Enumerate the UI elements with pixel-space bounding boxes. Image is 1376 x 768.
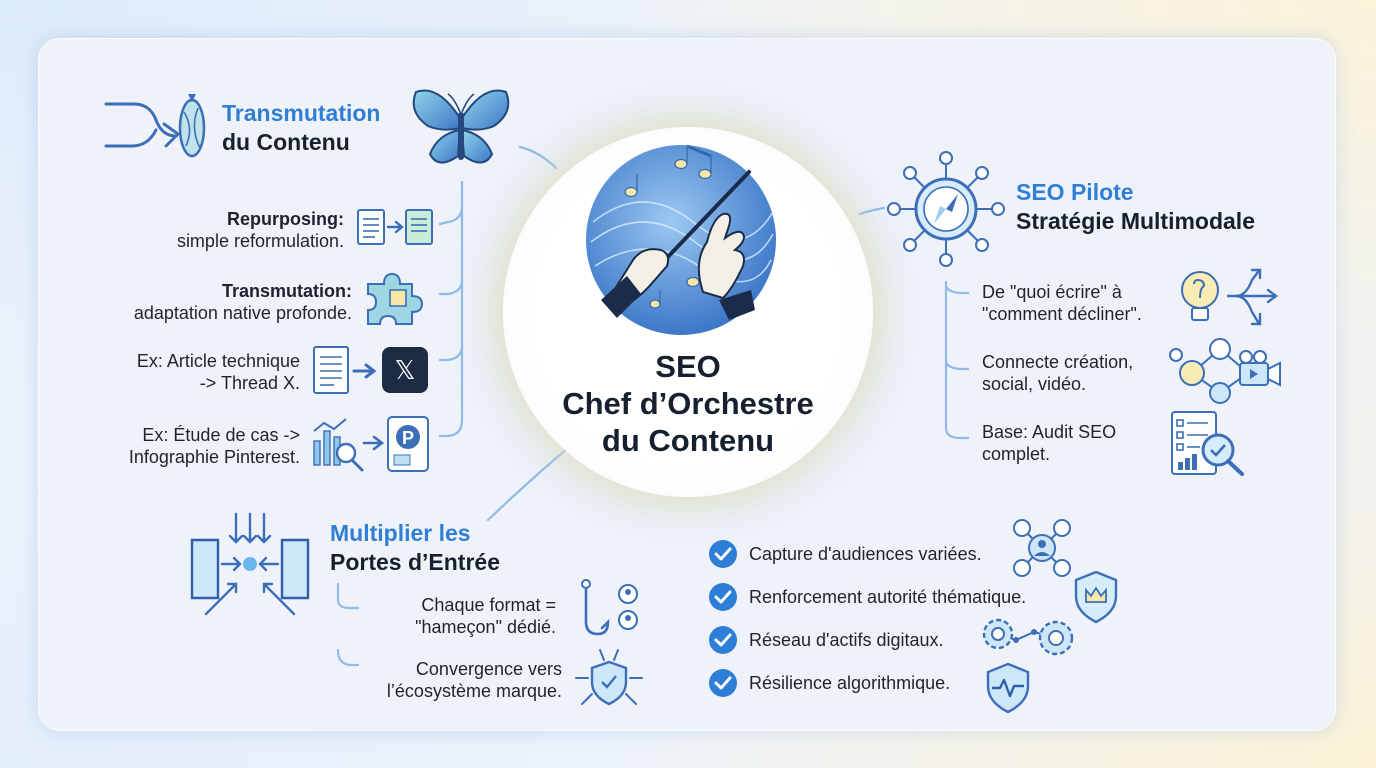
pilot-title: SEO Pilote: [1016, 179, 1134, 205]
transmutation-item-4-line1: Ex: Étude de cas ->: [142, 425, 300, 445]
butterfly-icon: [412, 89, 510, 164]
document-transform-icon: [357, 209, 433, 245]
shield-converge-icon: [575, 649, 643, 706]
entry-item-2-line2: l’écosystème marque.: [386, 681, 562, 701]
audience-icon: [1013, 519, 1071, 577]
pilot-item-3-line1: Base: Audit SEO: [982, 422, 1117, 442]
hub-title-line3: du Contenu: [601, 423, 775, 458]
benefit-row-4: Résilience algorithmique.: [708, 668, 950, 698]
benefit-row-2: Renforcement autorité thématique.: [708, 582, 1026, 612]
entry-title: Multiplier les: [330, 520, 471, 546]
transmutation-item-4: Ex: Étude de cas -> Infographie Pinteres…: [90, 424, 300, 468]
benefit-text-1: Capture d'audiences variées.: [749, 543, 982, 564]
entry-item-1-line1: Chaque format =: [421, 595, 556, 615]
transmutation-title: Transmutation: [222, 100, 381, 126]
benefit-row-3: Réseau d'actifs digitaux.: [708, 625, 944, 655]
crown-shield-icon: [1074, 570, 1118, 624]
transmutation-item-3-line1: Ex: Article technique: [136, 351, 300, 371]
infographic-to-pinterest-icon: P: [313, 416, 429, 472]
benefit-text-2: Renforcement autorité thématique.: [749, 586, 1027, 607]
transmutation-item-2-bold: Transmutation:: [221, 281, 352, 301]
entry-item-1-line2: "hameçon" dédié.: [415, 617, 556, 637]
pilot-item-1-line2: "comment décliner".: [982, 304, 1142, 324]
hub-title: SEO Chef d’Orchestre du Contenu: [503, 348, 873, 459]
transmutation-item-2-text: adaptation native profonde.: [133, 303, 352, 323]
pilot-item-2: Connecte création, social, vidéo.: [982, 351, 1182, 395]
article-to-x-icon: 𝕏: [313, 346, 428, 394]
pilot-item-2-line2: social, vidéo.: [982, 374, 1087, 394]
svg-text:𝕏: 𝕏: [395, 355, 416, 385]
benefit-text-4: Résilience algorithmique.: [749, 672, 951, 693]
lightbulb-arrows-icon: [1181, 268, 1278, 326]
hook-icon: [581, 579, 638, 636]
transmutation-item-1-bold: Repurposing:: [227, 209, 344, 229]
conductor-icon: [586, 144, 776, 335]
audit-report-icon: [1171, 411, 1244, 476]
transmutation-item-1: Repurposing: simple reformulation.: [110, 208, 344, 252]
entry-subtitle: Portes d’Entrée: [330, 549, 500, 575]
transmutation-item-2: Transmutation: adaptation native profond…: [90, 280, 352, 324]
pilot-item-3-line2: complet.: [982, 444, 1051, 464]
svg-text:P: P: [402, 428, 414, 448]
check-circle-icon: [709, 669, 737, 697]
pilot-subtitle: Stratégie Multimodale: [1016, 208, 1255, 234]
hub-title-line2: Chef d’Orchestre: [562, 386, 814, 421]
pilot-item-1-line1: De "quoi écrire" à: [982, 282, 1122, 302]
entry-item-1: Chaque format = "hameçon" dédié.: [358, 594, 556, 638]
check-circle-icon: [709, 583, 737, 611]
transmutation-item-3-line2: -> Thread X.: [199, 373, 300, 393]
transmutation-item-1-text: simple reformulation.: [176, 231, 344, 251]
benefit-text-3: Réseau d'actifs digitaux.: [749, 629, 944, 650]
cocoon-arrow-icon: [104, 94, 206, 158]
puzzle-icon: [367, 272, 424, 325]
transmutation-item-3: Ex: Article technique -> Thread X.: [90, 350, 300, 394]
check-circle-icon: [709, 626, 737, 654]
entry-gates-icon: [190, 512, 310, 616]
pilot-item-1: De "quoi écrire" à "comment décliner".: [982, 281, 1182, 325]
benefit-row-1: Capture d'audiences variées.: [708, 539, 982, 569]
hub-title-line1: SEO: [655, 349, 721, 384]
pilot-item-3: Base: Audit SEO complet.: [982, 421, 1182, 465]
pilot-item-2-line1: Connecte création,: [982, 352, 1134, 372]
gears-icon: [982, 618, 1074, 656]
entry-item-2: Convergence vers l’écosystème marque.: [340, 658, 562, 702]
transmutation-subtitle: du Contenu: [222, 129, 350, 155]
check-circle-icon: [709, 540, 737, 568]
pulse-shield-icon: [986, 662, 1030, 714]
entry-item-2-line1: Convergence vers: [415, 659, 562, 679]
compass-network-icon: [887, 151, 1005, 267]
transmutation-item-4-line2: Infographie Pinterest.: [128, 447, 300, 467]
network-video-icon: [1169, 338, 1281, 404]
